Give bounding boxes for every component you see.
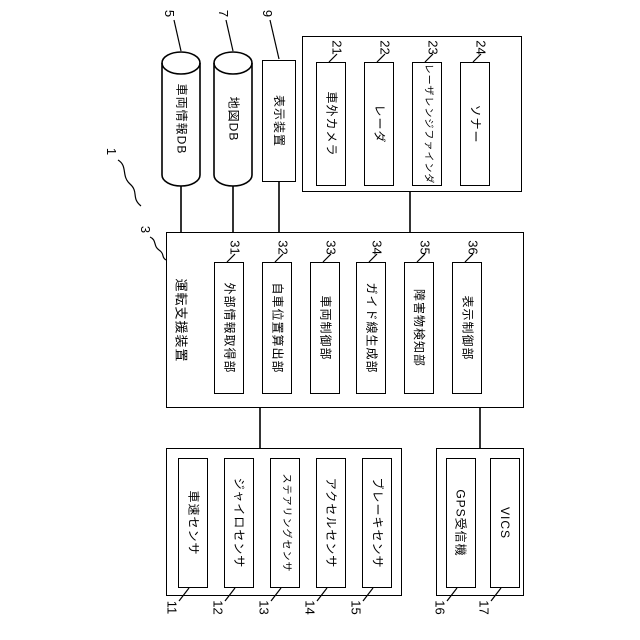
ref-number-main-unit: 3 [138, 225, 154, 233]
gps-receiver-label: GPS受信機 [454, 489, 468, 557]
brake-sensor-label: ブレーキセンサ [370, 477, 385, 569]
vehicle-info-db-label: 車両情報DB [174, 83, 189, 155]
gps-receiver-block: GPS受信機 [446, 458, 476, 588]
map-db-shape [213, 51, 253, 187]
ref-number-camera: 21 [329, 39, 345, 55]
external-info-acquisition-block: 外部情報取得部 [214, 262, 244, 394]
reference-leader-lines [117, 19, 502, 602]
camera-block: 車外カメラ [316, 62, 346, 186]
sonar-block: ソナー [460, 62, 490, 186]
display-device: 表示装置 [262, 60, 296, 182]
vics-block: VICS [490, 458, 520, 588]
display-device-label: 表示装置 [272, 94, 287, 148]
guide-line-generation-label: ガイド線生成部 [364, 282, 379, 374]
laser-range-finder-label: レーザレンジファインダ [422, 63, 433, 185]
system-ref-squiggle [117, 159, 142, 207]
display-control-block: 表示制御部 [452, 262, 482, 394]
ref-number-vehicle-info-db: 5 [162, 9, 178, 17]
ref-number-gps-receiver: 16 [432, 599, 448, 615]
brake-sensor-block: ブレーキセンサ [362, 458, 392, 588]
radar-label: レーダ [372, 104, 387, 144]
ref-number-brake-sensor: 15 [348, 599, 364, 615]
ref-number-display-device: 9 [260, 9, 276, 17]
receiver-unit-box [436, 448, 524, 596]
ref-number-map-db: 7 [216, 9, 232, 17]
ref-number-module-36: 36 [465, 239, 481, 255]
ref-number-radar: 22 [377, 39, 393, 55]
own-position-calculation-block: 自車位置算出部 [262, 262, 292, 394]
main-unit-ref-squiggle [149, 236, 167, 261]
map-db-label: 地図DB [226, 96, 241, 142]
guide-line-generation-block: ガイド線生成部 [356, 262, 386, 394]
steering-sensor-block: ステアリングセンサ [270, 458, 300, 588]
vehicle-info-db: 車両情報DB [162, 66, 200, 172]
ref-number-laser-range-finder: 23 [425, 39, 441, 55]
ref-number-steering-sensor: 13 [256, 599, 272, 615]
ref-number-gyro-sensor: 12 [210, 599, 226, 615]
vehicle-info-db-lid [161, 62, 201, 75]
vehicle-control-block: 車両制御部 [310, 262, 340, 394]
accelerator-sensor-label: アクセルセンサ [324, 477, 338, 569]
connector-lines [180, 182, 481, 448]
external-info-acquisition-label: 外部情報取得部 [222, 282, 237, 374]
ref-number-accelerator-sensor: 14 [302, 599, 318, 615]
camera-label: 車外カメラ [324, 91, 339, 157]
radar-block: レーダ [364, 62, 394, 186]
vehicle-info-db-shape [161, 51, 201, 187]
ref-number-sonar: 24 [473, 39, 489, 55]
display-control-label: 表示制御部 [460, 295, 475, 361]
steering-sensor-label: ステアリングセンサ [280, 473, 291, 573]
main-unit-box [166, 232, 524, 408]
main-unit-label: 運転支援装置 [173, 277, 189, 363]
ref-number-module-31: 31 [227, 239, 243, 255]
ref-number-module-35: 35 [417, 239, 433, 255]
ref-number-system: 1 [104, 147, 120, 155]
vics-label: VICS [498, 506, 513, 540]
laser-range-finder-block: レーザレンジファインダ [412, 62, 442, 186]
vehicle-control-label: 車両制御部 [318, 295, 333, 361]
accelerator-sensor-block: アクセルセンサ [316, 458, 346, 588]
db-cylinders [161, 51, 253, 187]
external-sensor-unit-box [302, 36, 522, 192]
ref-number-vics: 17 [476, 599, 492, 615]
ref-number-module-32: 32 [275, 239, 291, 255]
vehicle-sensor-unit-box [166, 448, 402, 596]
gyro-sensor-label: ジャイロセンサ [232, 477, 246, 569]
main-unit-title: 運転支援装置 [168, 250, 194, 390]
vehicle-speed-sensor-block: 車速センサ [178, 458, 208, 588]
map-db: 地図DB [214, 66, 252, 172]
sonar-label: ソナー [468, 104, 483, 144]
vehicle-speed-sensor-label: 車速センサ [186, 490, 201, 556]
gyro-sensor-block: ジャイロセンサ [224, 458, 254, 588]
ref-number-speed-sensor: 11 [164, 600, 180, 614]
obstacle-detection-label: 障害物検知部 [412, 288, 427, 368]
own-position-calculation-label: 自車位置算出部 [270, 282, 285, 374]
ref-number-module-33: 33 [323, 239, 339, 255]
ref-number-module-34: 34 [369, 239, 385, 255]
obstacle-detection-block: 障害物検知部 [404, 262, 434, 394]
map-db-lid [213, 62, 253, 75]
